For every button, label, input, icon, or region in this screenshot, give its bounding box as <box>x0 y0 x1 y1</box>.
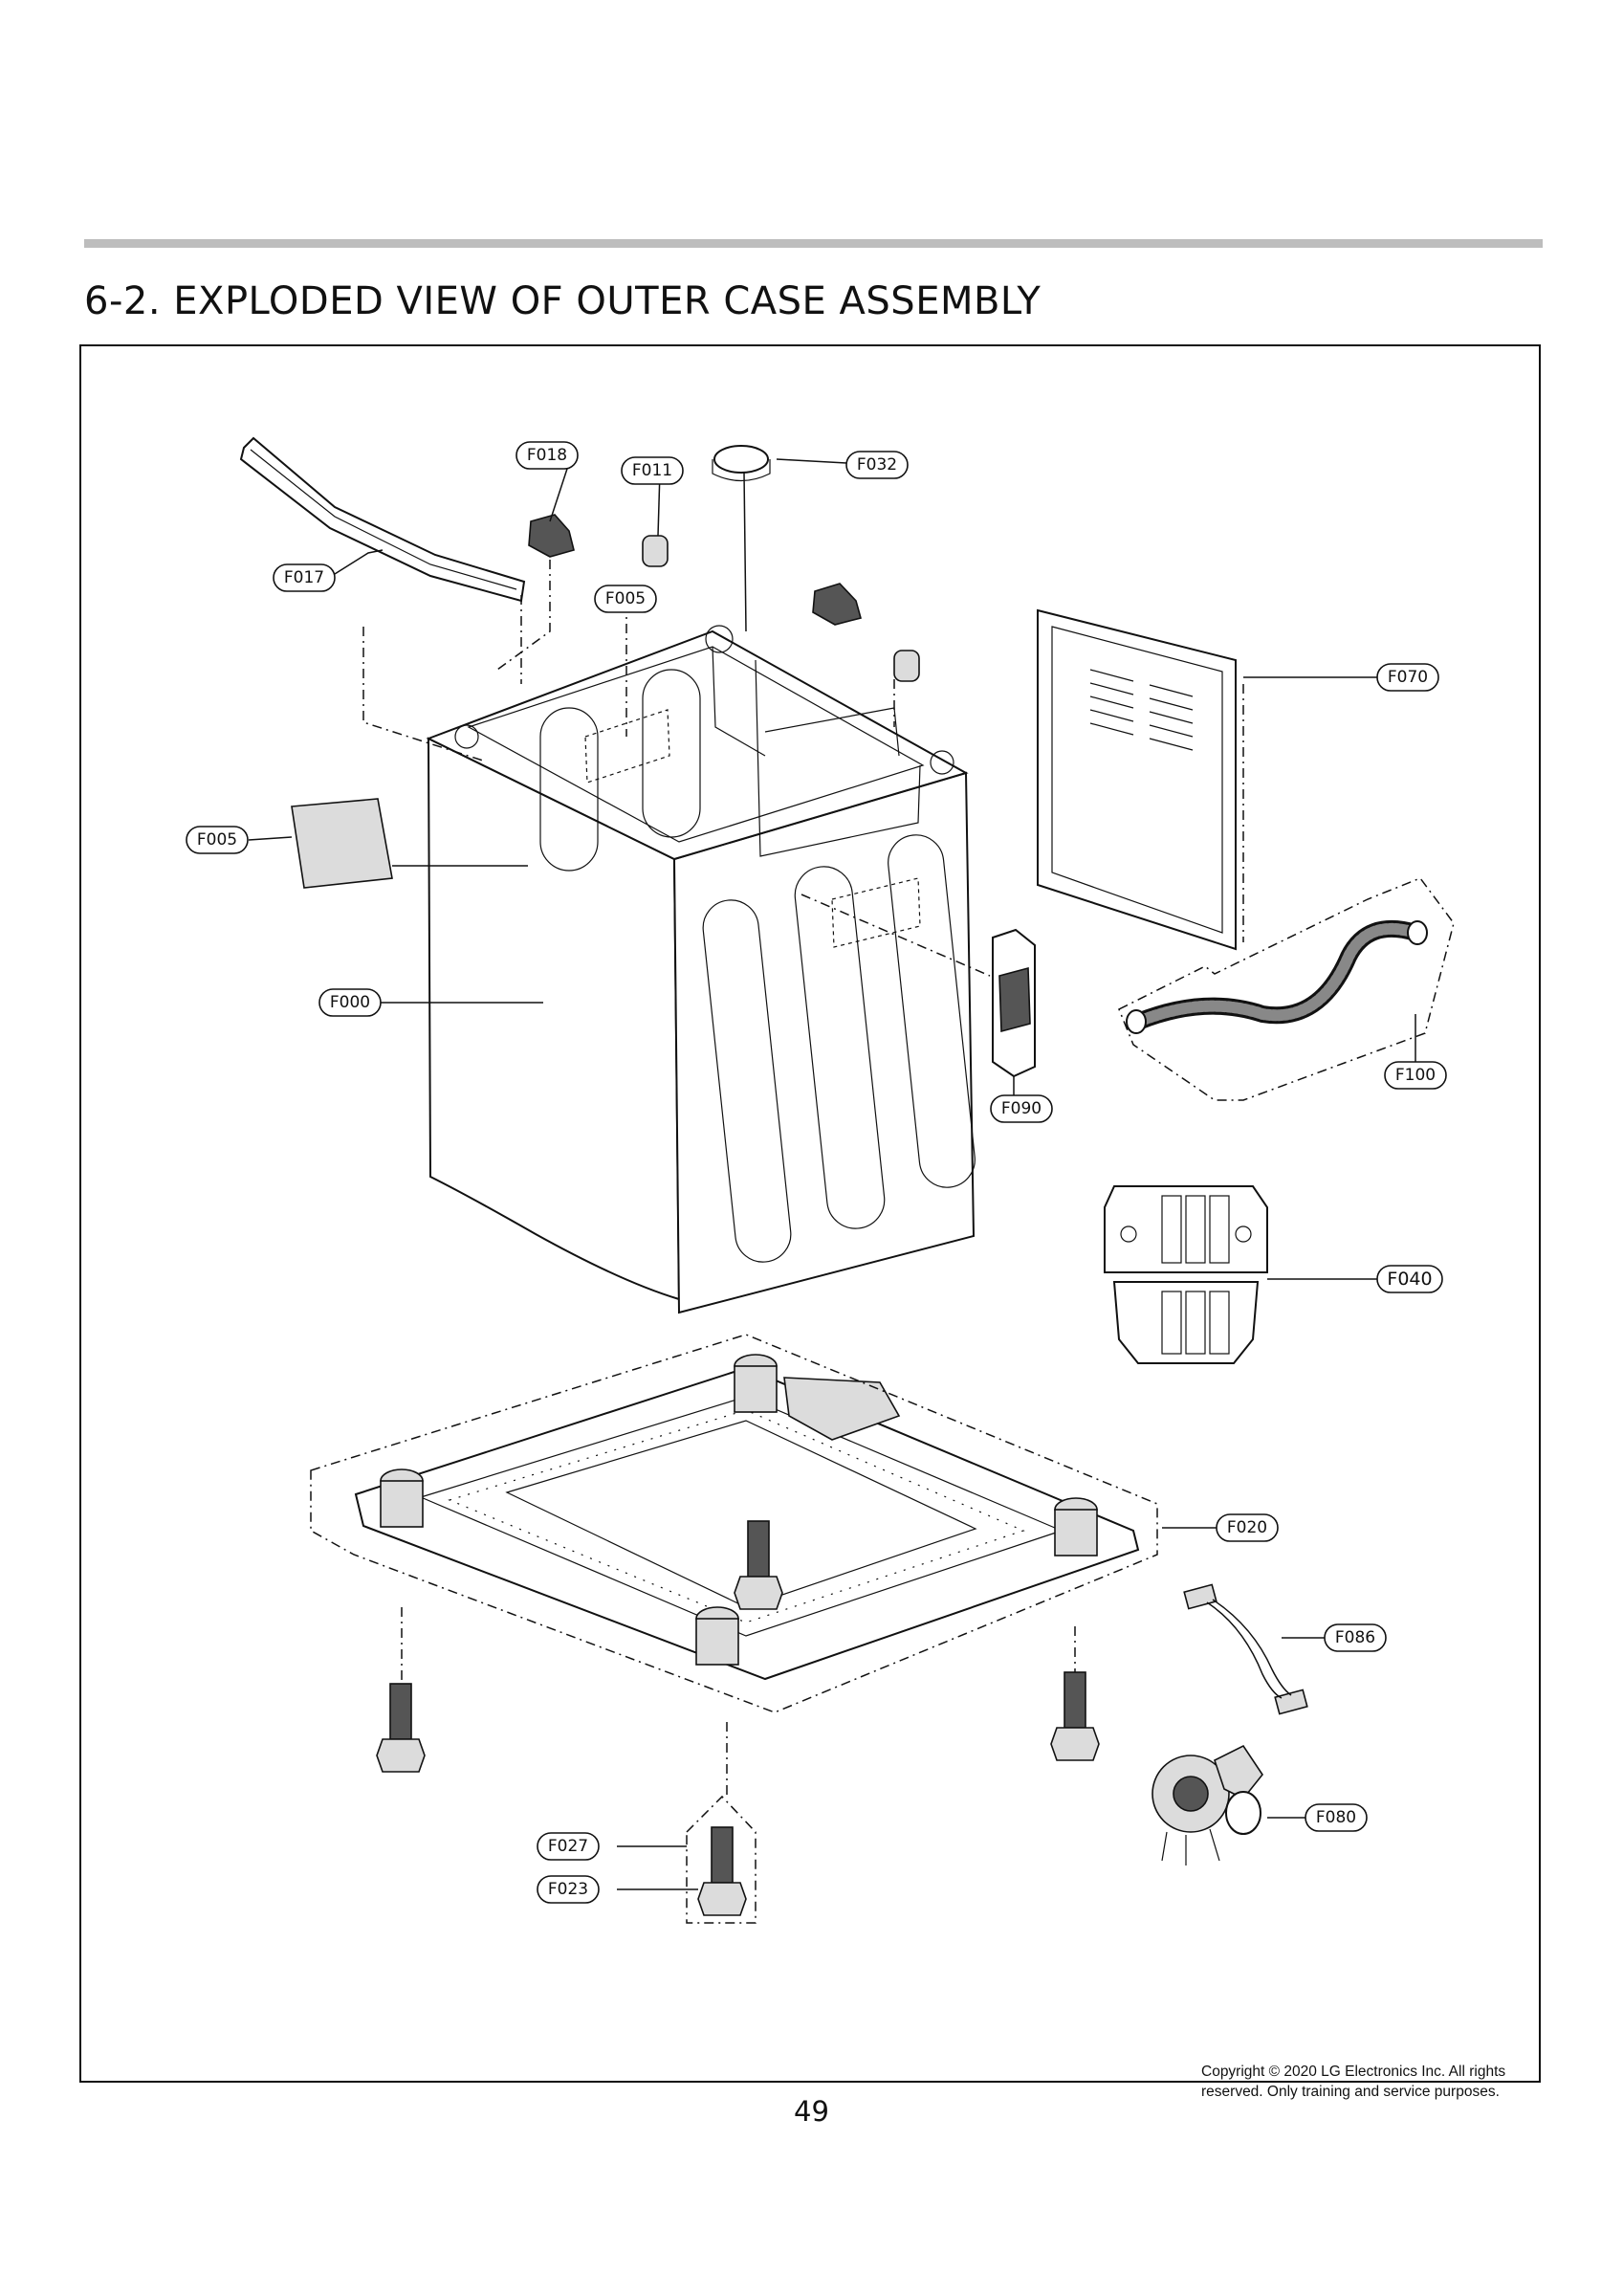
callout-f080: F080 <box>1305 1803 1368 1832</box>
callout-label: F000 <box>330 993 370 1012</box>
top-brace-part <box>239 436 526 603</box>
callout-label: F020 <box>1227 1518 1267 1537</box>
drain-pump-part <box>1151 1744 1263 1866</box>
callout-label: F040 <box>1387 1269 1432 1290</box>
callout-f040: F040 <box>1376 1265 1443 1293</box>
damper-part-right <box>893 650 920 682</box>
leveling-foot-4 <box>697 1826 747 1916</box>
callout-f086: F086 <box>1324 1623 1387 1652</box>
page-title: 6-2. EXPLODED VIEW OF OUTER CASE ASSEMBL… <box>84 279 1042 323</box>
callout-label: F005 <box>605 589 646 608</box>
callout-f011: F011 <box>621 456 684 485</box>
leveling-foot-2 <box>734 1520 783 1610</box>
copyright-line-2: reserved. Only training and service purp… <box>1201 2084 1500 2100</box>
rear-panel-part <box>1037 608 1237 951</box>
callout-label: F023 <box>548 1880 588 1899</box>
hinge-part-left <box>528 514 575 558</box>
callout-f090: F090 <box>990 1094 1053 1123</box>
bracket-part <box>992 928 1036 1078</box>
cabinet-part <box>426 625 976 1314</box>
label-panel-part <box>291 798 393 889</box>
callout-f020: F020 <box>1216 1513 1279 1542</box>
callout-label: F011 <box>632 461 672 480</box>
callout-label: F086 <box>1335 1628 1375 1647</box>
damper-part-left <box>642 535 669 567</box>
wire-harness-part <box>1183 1583 1308 1715</box>
leveling-foot-3 <box>1050 1671 1100 1761</box>
leveling-foot-1 <box>376 1683 426 1773</box>
page-number: 49 <box>794 2095 829 2128</box>
callout-f018: F018 <box>515 441 579 470</box>
drain-hose-part <box>1126 919 1428 1034</box>
callout-label: F017 <box>284 568 324 587</box>
callout-f017: F017 <box>273 563 336 592</box>
callout-label: F100 <box>1395 1066 1436 1085</box>
copyright-line-1: Copyright © 2020 LG Electronics Inc. All… <box>1201 2064 1506 2080</box>
leader-lines <box>248 458 1416 1890</box>
hinge-part-right <box>812 583 862 626</box>
callout-label: F027 <box>548 1837 588 1856</box>
callout-label: F005 <box>197 830 237 850</box>
callout-label: F080 <box>1316 1808 1356 1827</box>
base-frame-part <box>354 1354 1140 1681</box>
diagram-frame <box>79 344 1541 2083</box>
callout-f027: F027 <box>537 1832 600 1861</box>
callout-f005-top: F005 <box>594 585 657 613</box>
callout-label: F018 <box>527 446 567 465</box>
clamp-part <box>712 445 771 482</box>
callout-label: F090 <box>1001 1099 1042 1118</box>
callout-label: F032 <box>857 455 897 475</box>
callout-f032: F032 <box>845 451 909 479</box>
callout-f100: F100 <box>1384 1061 1447 1090</box>
callout-f005-left: F005 <box>186 826 249 854</box>
callout-f070: F070 <box>1376 663 1439 692</box>
base-cover-part <box>1104 1185 1268 1364</box>
callout-f023: F023 <box>537 1875 600 1904</box>
copyright-notice: Copyright © 2020 LG Electronics Inc. All… <box>1201 2062 1505 2102</box>
callout-f000: F000 <box>318 988 382 1017</box>
header-rule <box>84 239 1543 248</box>
callout-label: F070 <box>1388 668 1428 687</box>
